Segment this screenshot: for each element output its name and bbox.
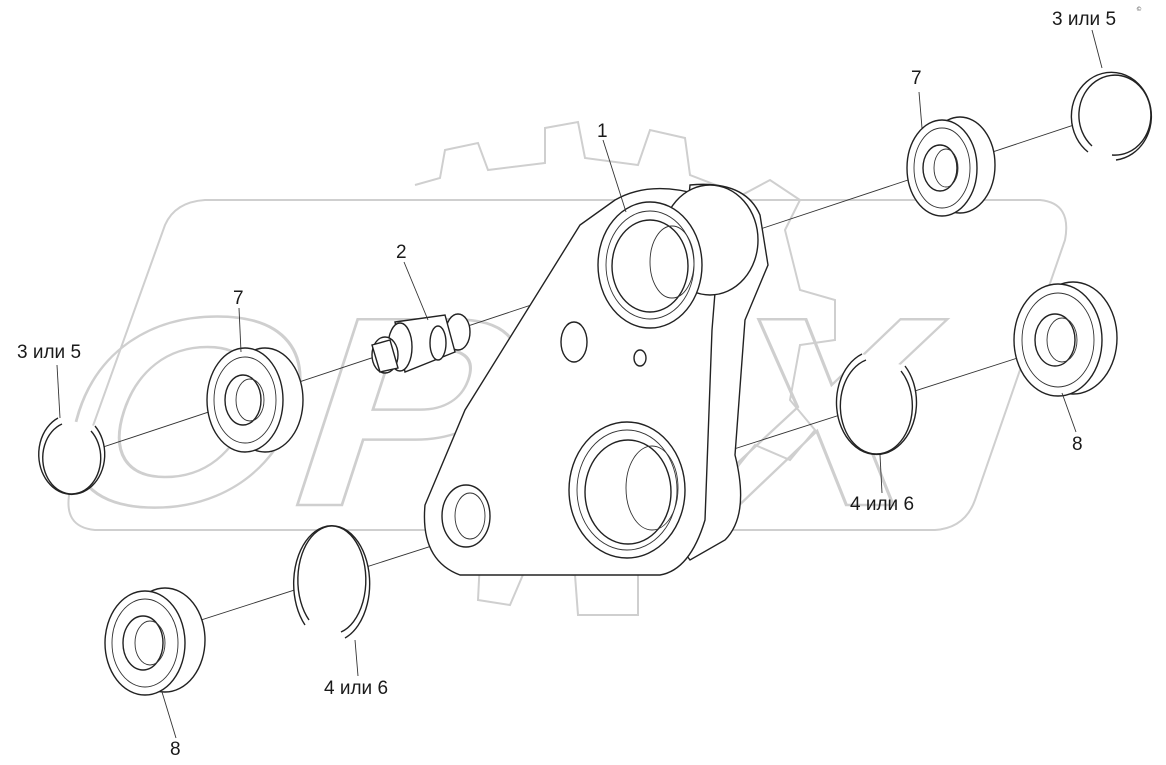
callout-part-1: 1 xyxy=(597,121,608,142)
retaining-ring-mid-right xyxy=(835,353,918,456)
leader-lines xyxy=(56,29,1103,739)
callout-labels: 1 2 3 или 5 3 или 5 7 7 4 или 6 4 или 6 … xyxy=(17,9,1116,760)
bearing-left xyxy=(206,347,304,453)
pin-fitting xyxy=(371,313,471,374)
retaining-ring-left xyxy=(38,417,106,496)
callout-ring-3-or-5-right: 3 или 5 xyxy=(1052,9,1116,30)
callout-bearing-7-right: 7 xyxy=(911,68,922,89)
bearing-lower-left xyxy=(104,587,206,696)
callout-bearing-8-right: 8 xyxy=(1072,434,1083,455)
callout-ring-4-or-6-left: 4 или 6 xyxy=(324,678,388,699)
lever-body xyxy=(423,183,769,576)
callout-ring-4-or-6-right: 4 или 6 xyxy=(850,494,914,515)
callout-bearing-7-left: 7 xyxy=(233,288,244,309)
corner-mark: © xyxy=(1136,6,1142,13)
watermark-gear-icon xyxy=(67,120,1068,616)
retaining-ring-lower-left xyxy=(293,524,371,639)
bearing-upper-right xyxy=(906,116,996,217)
bearing-right xyxy=(1013,281,1118,397)
callout-part-2: 2 xyxy=(396,242,407,263)
callout-ring-3-or-5-left: 3 или 5 xyxy=(17,342,81,363)
callout-bearing-8-left: 8 xyxy=(170,739,181,760)
retaining-ring-upper-right xyxy=(1070,71,1153,161)
